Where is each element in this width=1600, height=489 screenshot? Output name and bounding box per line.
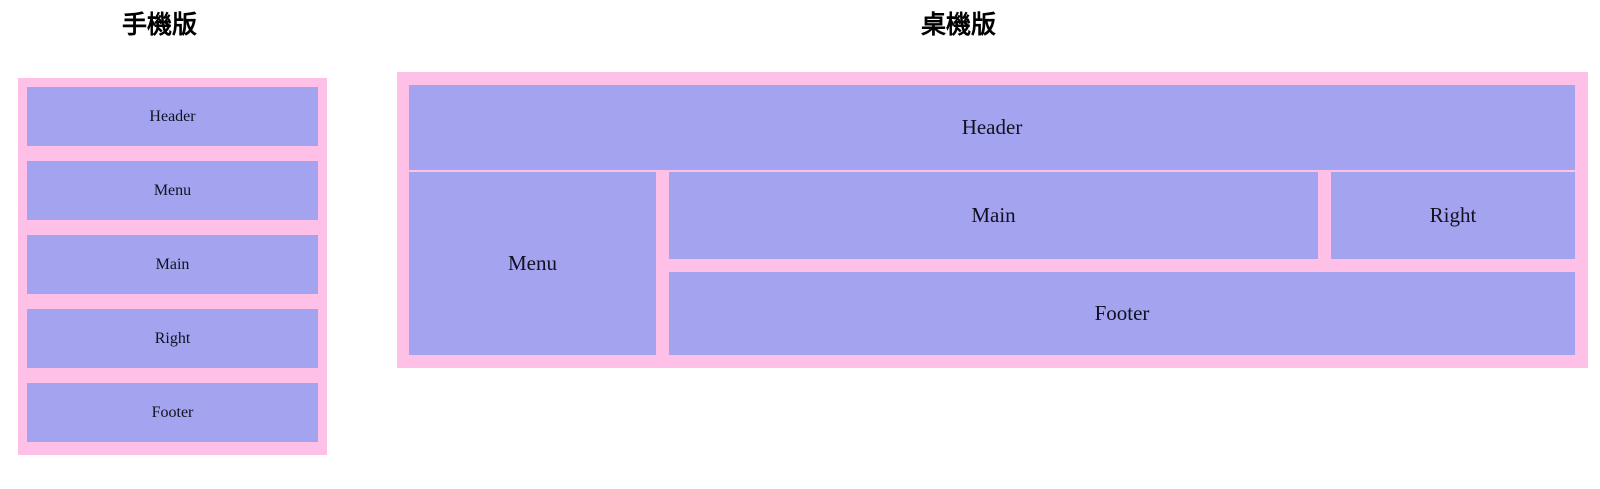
desktop-block-right: Right [1331, 172, 1575, 259]
mobile-block-menu: Menu [27, 161, 318, 220]
desktop-layout-container: Header Menu Main Right Footer [397, 72, 1588, 368]
desktop-block-menu: Menu [409, 172, 656, 355]
desktop-block-header: Header [409, 85, 1575, 170]
desktop-block-main: Main [669, 172, 1318, 259]
mobile-block-main: Main [27, 235, 318, 294]
mobile-layout-container: Header Menu Main Right Footer [18, 78, 327, 455]
desktop-layout-title: 桌機版 [921, 10, 997, 39]
mobile-block-right: Right [27, 309, 318, 368]
mobile-block-header: Header [27, 87, 318, 146]
desktop-block-footer: Footer [669, 272, 1575, 355]
mobile-block-footer: Footer [27, 383, 318, 442]
mobile-layout-title: 手機版 [122, 10, 198, 39]
